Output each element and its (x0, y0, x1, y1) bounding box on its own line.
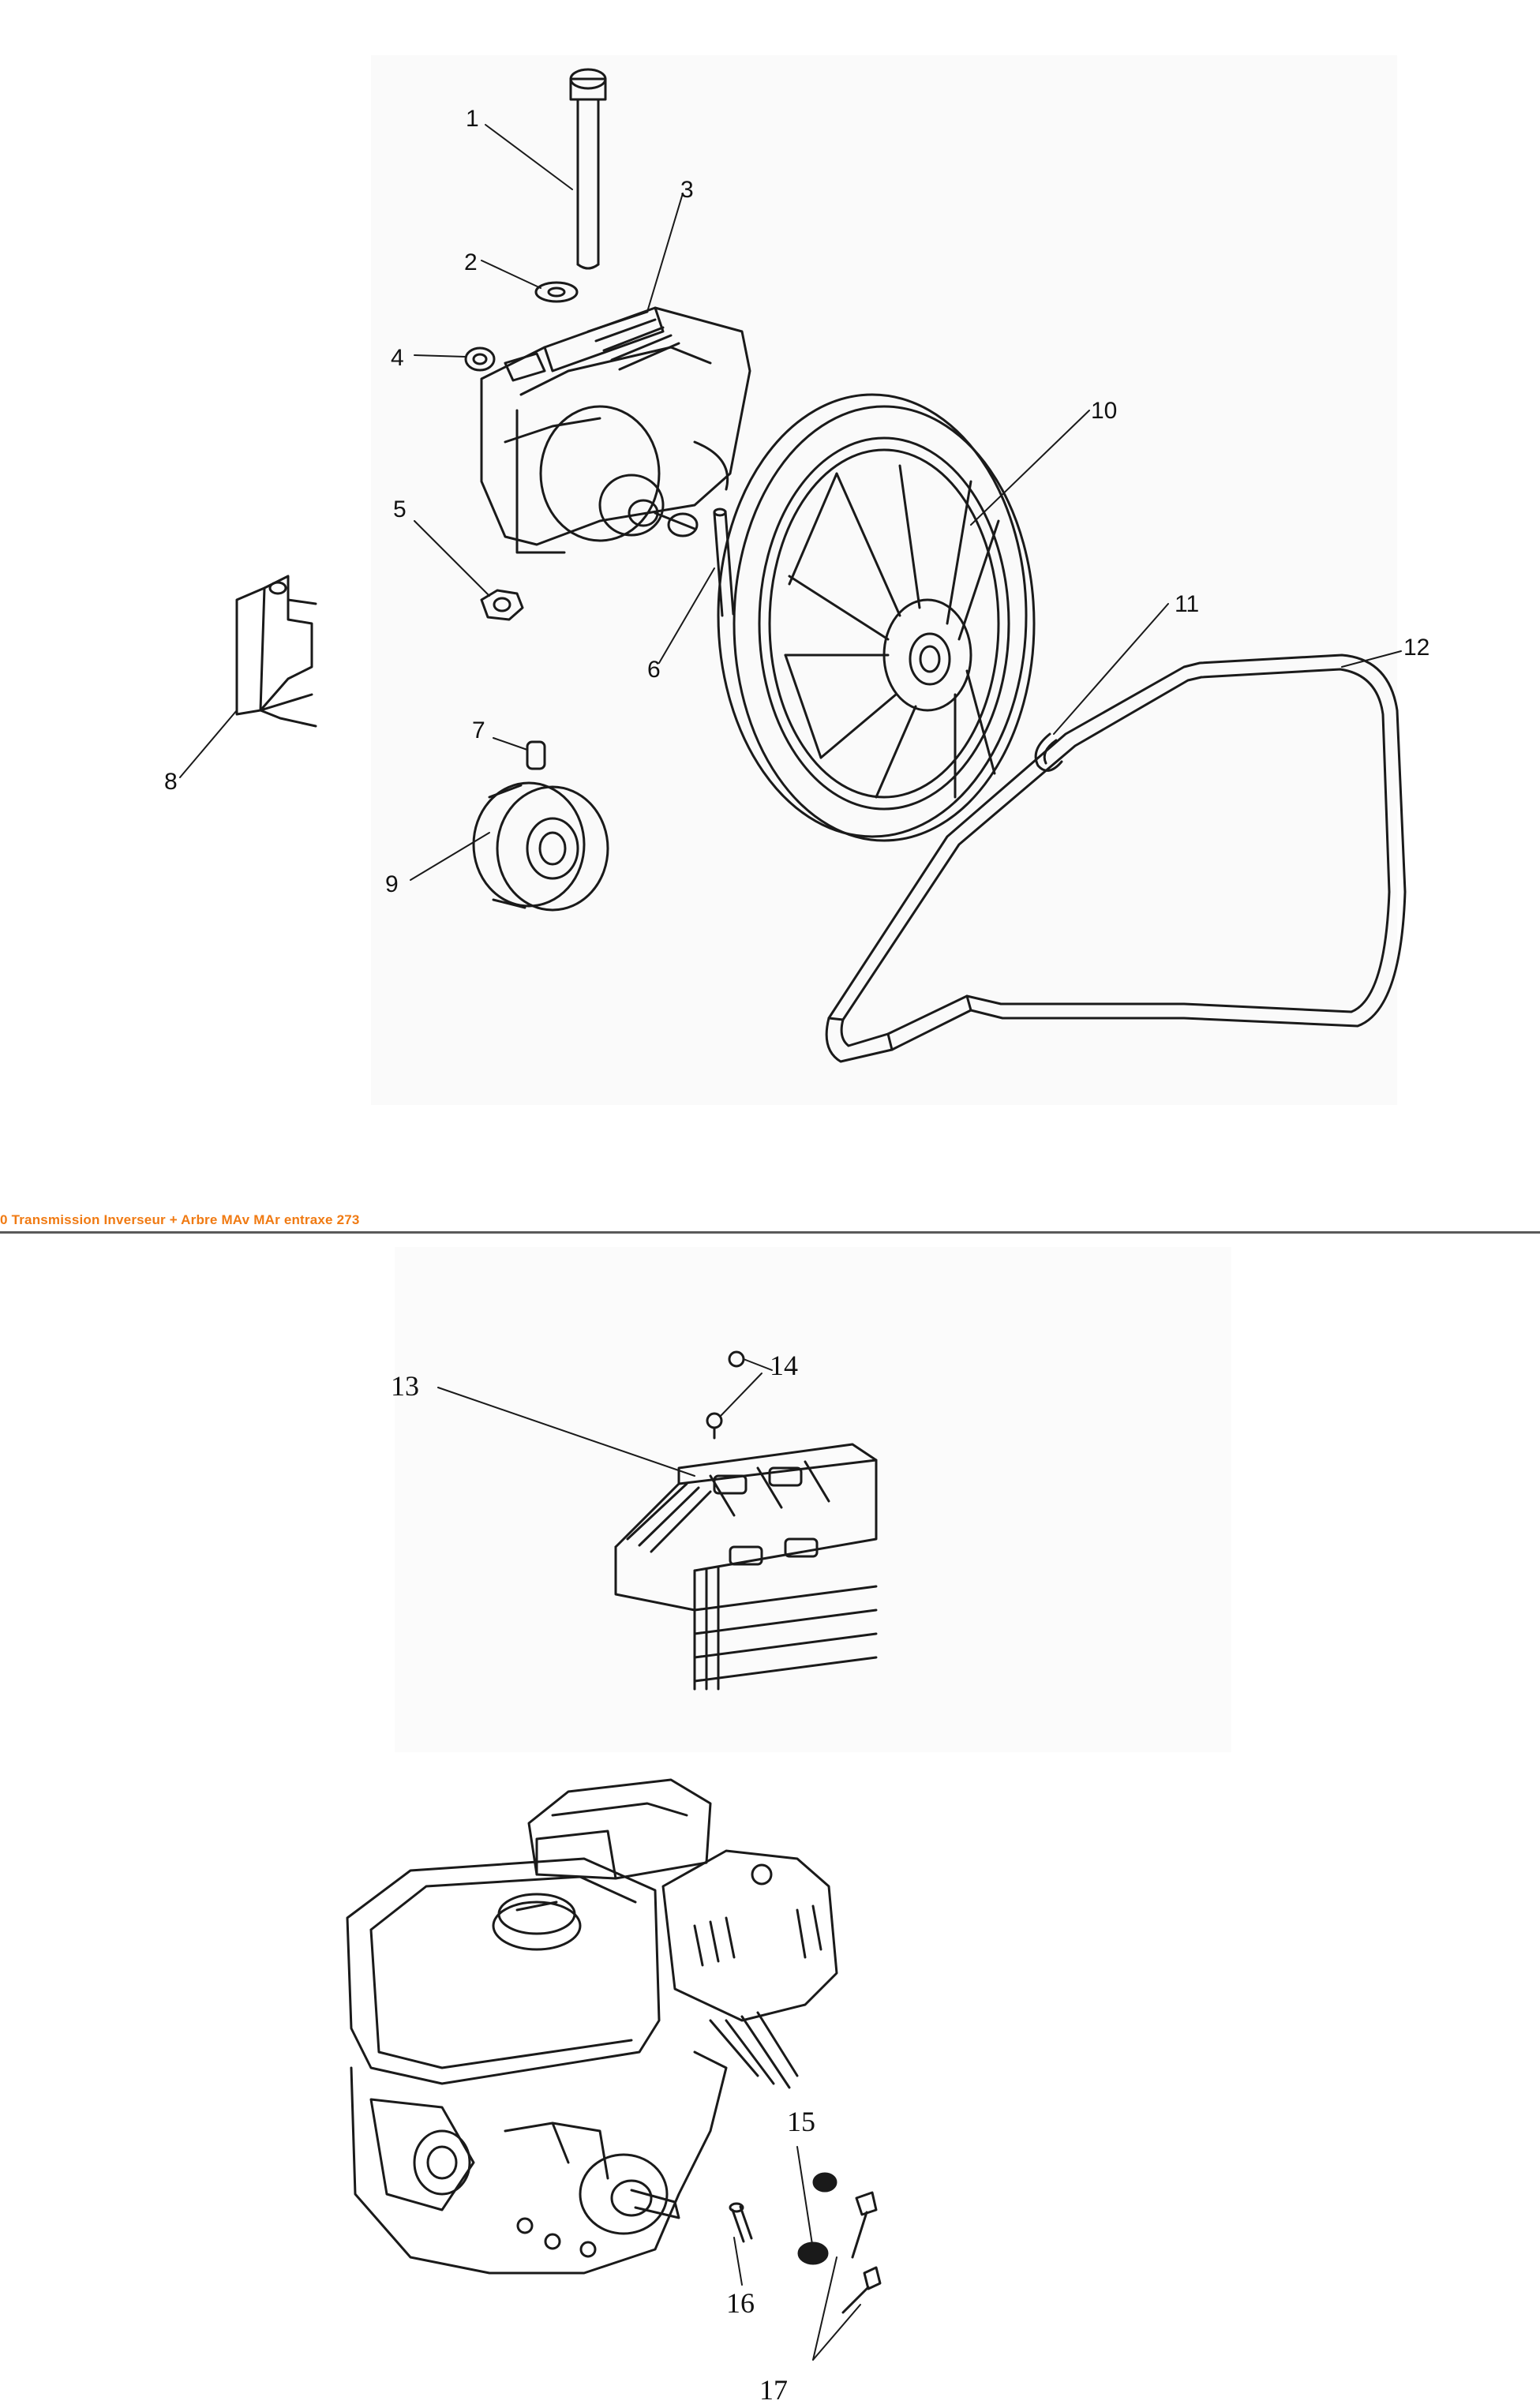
callout-8: 8 (164, 769, 178, 795)
washer-part (534, 281, 579, 303)
large-pulley-part (717, 393, 1036, 842)
section-title: 0 Transmission Inverseur + Arbre MAv MAr… (0, 1212, 360, 1227)
washer-15-part (797, 2172, 837, 2265)
bolt-part (569, 68, 607, 270)
bolt-16-part (729, 2202, 753, 2243)
callout-13: 13 (391, 1370, 419, 1402)
callout-2: 2 (464, 249, 478, 275)
leader-lines-top (179, 124, 1402, 881)
nut-part (480, 589, 524, 621)
callout-16: 16 (726, 2287, 755, 2319)
callout-5: 5 (393, 496, 407, 522)
leader-lines-bottom (437, 1358, 861, 2361)
callout-12: 12 (1403, 635, 1429, 661)
vbelt-part (825, 653, 1407, 1063)
callout-7: 7 (472, 717, 485, 743)
callout-3: 3 (680, 177, 694, 203)
callouts-top: 1 2 3 4 5 6 7 8 9 10 11 12 (164, 106, 1429, 897)
callout-1: 1 (466, 106, 479, 132)
gearbox-part (464, 306, 751, 554)
callout-15: 15 (787, 2106, 815, 2137)
callout-14: 14 (770, 1350, 798, 1381)
callout-11: 11 (1175, 591, 1199, 617)
callout-6: 6 (647, 657, 661, 683)
bracket-part (235, 575, 317, 728)
setscrew-part (526, 740, 546, 770)
callout-4: 4 (391, 345, 404, 371)
pin-part (713, 507, 735, 617)
callout-10: 10 (1091, 398, 1117, 424)
callouts-bottom: 13 14 15 16 17 (391, 1350, 815, 2406)
small-pulley-part (472, 781, 609, 912)
callout-17: 17 (759, 2374, 788, 2406)
section-divider (0, 1231, 1540, 1234)
bolt-17-part (841, 2191, 882, 2314)
bottom-panel-bg (395, 1247, 1231, 1752)
callout-9: 9 (385, 871, 399, 897)
engine-part (346, 1778, 838, 2275)
muffler-guard-part (614, 1443, 878, 1691)
